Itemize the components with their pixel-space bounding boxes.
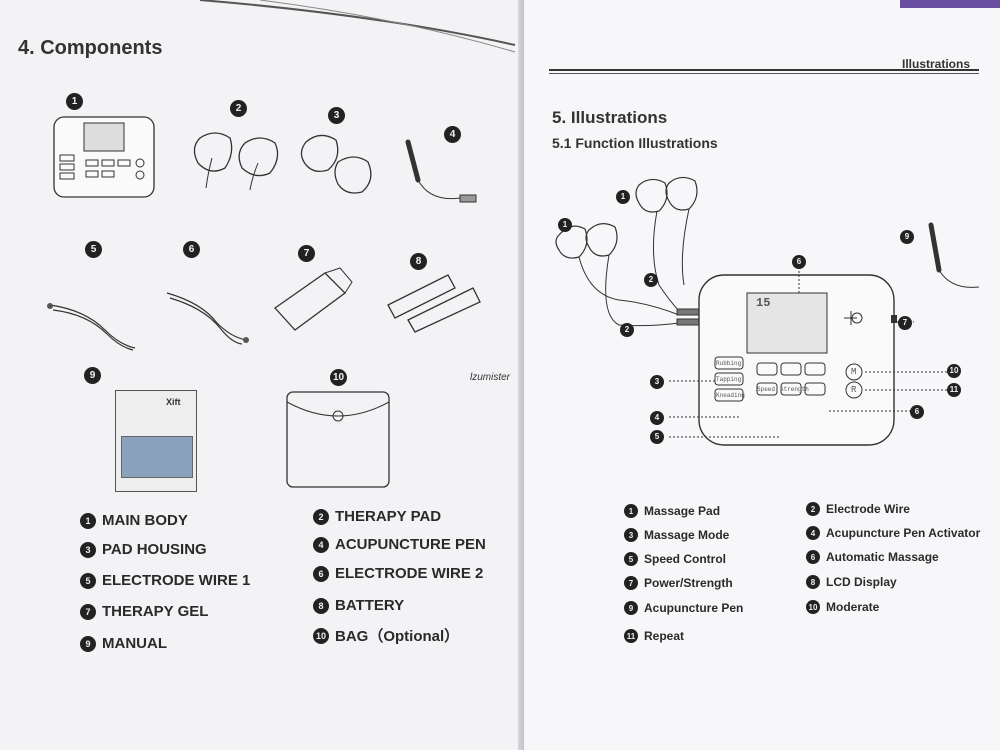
- right-page: Illustrations 5. Illustrations 5.1 Funct…: [524, 0, 1000, 750]
- manual-brand: Xift: [166, 397, 181, 407]
- components-heading: 4. Components: [18, 37, 163, 59]
- component-number-8: 8: [410, 253, 427, 270]
- device-diagram: [555, 176, 980, 446]
- pad-housing-illustration: [300, 134, 372, 194]
- button-strength: Strength: [780, 386, 809, 393]
- callout-3: 3: [650, 375, 664, 389]
- button-kneading: Kneading: [716, 392, 745, 399]
- electrode-wire-2-illustration: [166, 292, 249, 345]
- component-number-10: 10: [330, 369, 347, 386]
- callout-1b: 1: [558, 218, 572, 232]
- callout-5: 5: [650, 430, 664, 444]
- component-number-4: 4: [444, 126, 461, 143]
- button-r: R: [851, 385, 857, 395]
- callout-9: 9: [900, 230, 914, 244]
- component-number-6: 6: [183, 241, 200, 258]
- header-rule-thin: [549, 73, 979, 74]
- component-number-2: 2: [230, 100, 247, 117]
- callout-11: 11: [947, 383, 961, 397]
- callout-6b: 6: [910, 405, 924, 419]
- function-illustrations-subheading: 5.1 Function Illustrations: [552, 135, 718, 151]
- left-page: 4. Components 1 2 3 4 5 6 7 8 9 10: [0, 0, 524, 750]
- button-speed: Speed: [757, 386, 776, 393]
- illustrations-heading: 5. Illustrations: [552, 108, 668, 127]
- header-rule: [549, 69, 979, 71]
- button-m: M: [851, 367, 857, 377]
- callout-2a: 2: [644, 273, 658, 287]
- component-number-5: 5: [85, 241, 102, 258]
- manual-illustration: Xift: [115, 390, 197, 492]
- callout-2b: 2: [620, 323, 634, 337]
- callout-4: 4: [650, 411, 664, 425]
- callout-1a: 1: [616, 190, 630, 204]
- component-number-7: 7: [298, 245, 315, 262]
- running-header: Illustrations: [902, 57, 971, 71]
- button-rubbing: Rubbing: [716, 360, 742, 367]
- callout-7: 7: [898, 316, 912, 330]
- watermark-text: lzumister: [470, 372, 511, 383]
- background-corner: [900, 0, 1000, 8]
- electrode-wire-1-illustration: [47, 303, 136, 351]
- bag-illustration: [286, 391, 390, 488]
- battery-illustration: [387, 274, 481, 333]
- therapy-pad-illustration: [193, 132, 279, 191]
- callout-10: 10: [947, 364, 961, 378]
- therapy-gel-illustration: [274, 267, 353, 331]
- main-body-illustration: [53, 116, 155, 198]
- component-number-3: 3: [328, 107, 345, 124]
- page-curve-line: [199, 0, 516, 53]
- component-number-9: 9: [84, 367, 101, 384]
- acupuncture-pen-illustration: [405, 139, 477, 203]
- component-number-1: 1: [66, 93, 83, 110]
- callout-6a: 6: [792, 255, 806, 269]
- lcd-value: 15: [756, 296, 771, 310]
- button-tapping: Tapping: [716, 376, 742, 383]
